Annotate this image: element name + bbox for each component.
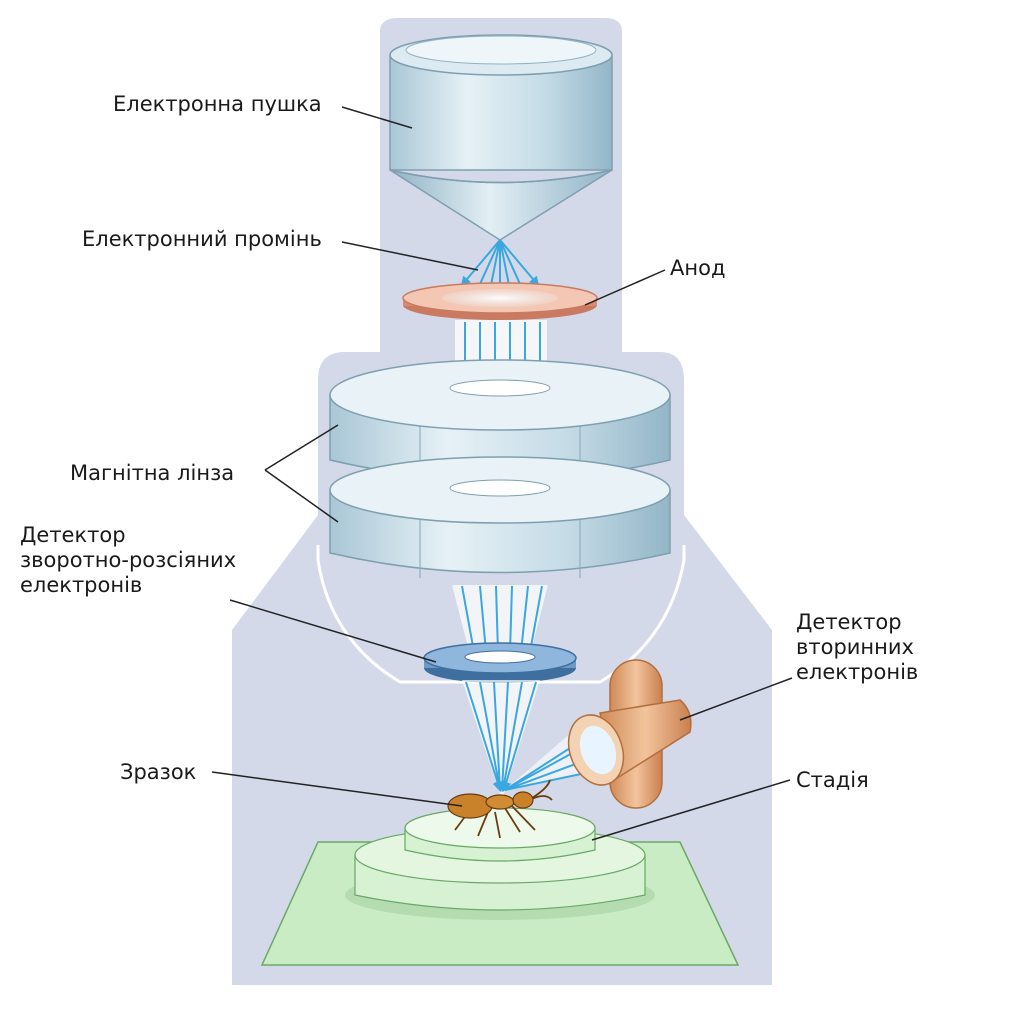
label-specimen: Зразок — [120, 760, 197, 784]
label-electron-gun: Електронна пушка — [113, 92, 322, 116]
secondary-electron-detector — [567, 659, 692, 809]
label-anode: Анод — [670, 256, 726, 280]
electron-gun — [389, 34, 613, 241]
backscatter-detector-ring — [423, 642, 577, 683]
beam-focused — [462, 680, 540, 800]
label-backscatter-line-3: електронів — [20, 573, 143, 597]
leader-lens-lower — [264, 469, 339, 523]
label-secondary-detector: Детектор вторинних електронів — [796, 610, 918, 685]
label-backscatter-detector: Детектор зворотно-розсіяних електронів — [20, 523, 236, 598]
label-backscatter-line-2: зворотно-розсіяних — [20, 548, 237, 572]
leader-anode — [584, 269, 666, 306]
beam-converging — [452, 585, 548, 655]
leader-stage — [591, 779, 791, 841]
label-backscatter-line-1: Детектор — [20, 523, 126, 547]
label-secondary-line-2: вторинних — [796, 635, 914, 659]
label-electron-beam: Електронний промінь — [82, 227, 322, 251]
leader-electron-beam — [341, 241, 479, 271]
magnetic-lens-upper — [329, 359, 671, 485]
label-secondary-line-3: електронів — [796, 660, 919, 684]
magnetic-lens-lower — [329, 456, 671, 578]
label-magnetic-lens: Магнітна лінза — [70, 461, 235, 485]
anode — [402, 282, 598, 320]
leader-lines — [211, 106, 793, 841]
label-stage: Стадія — [796, 768, 869, 792]
specimen-ant-icon — [447, 779, 553, 839]
leader-specimen — [211, 771, 463, 807]
stage — [260, 807, 740, 966]
leader-lens-upper — [264, 424, 339, 471]
leader-electron-gun — [341, 106, 413, 129]
leader-backscatter — [229, 599, 437, 663]
leader-secondary — [679, 677, 793, 721]
label-secondary-line-1: Детектор — [796, 610, 902, 634]
